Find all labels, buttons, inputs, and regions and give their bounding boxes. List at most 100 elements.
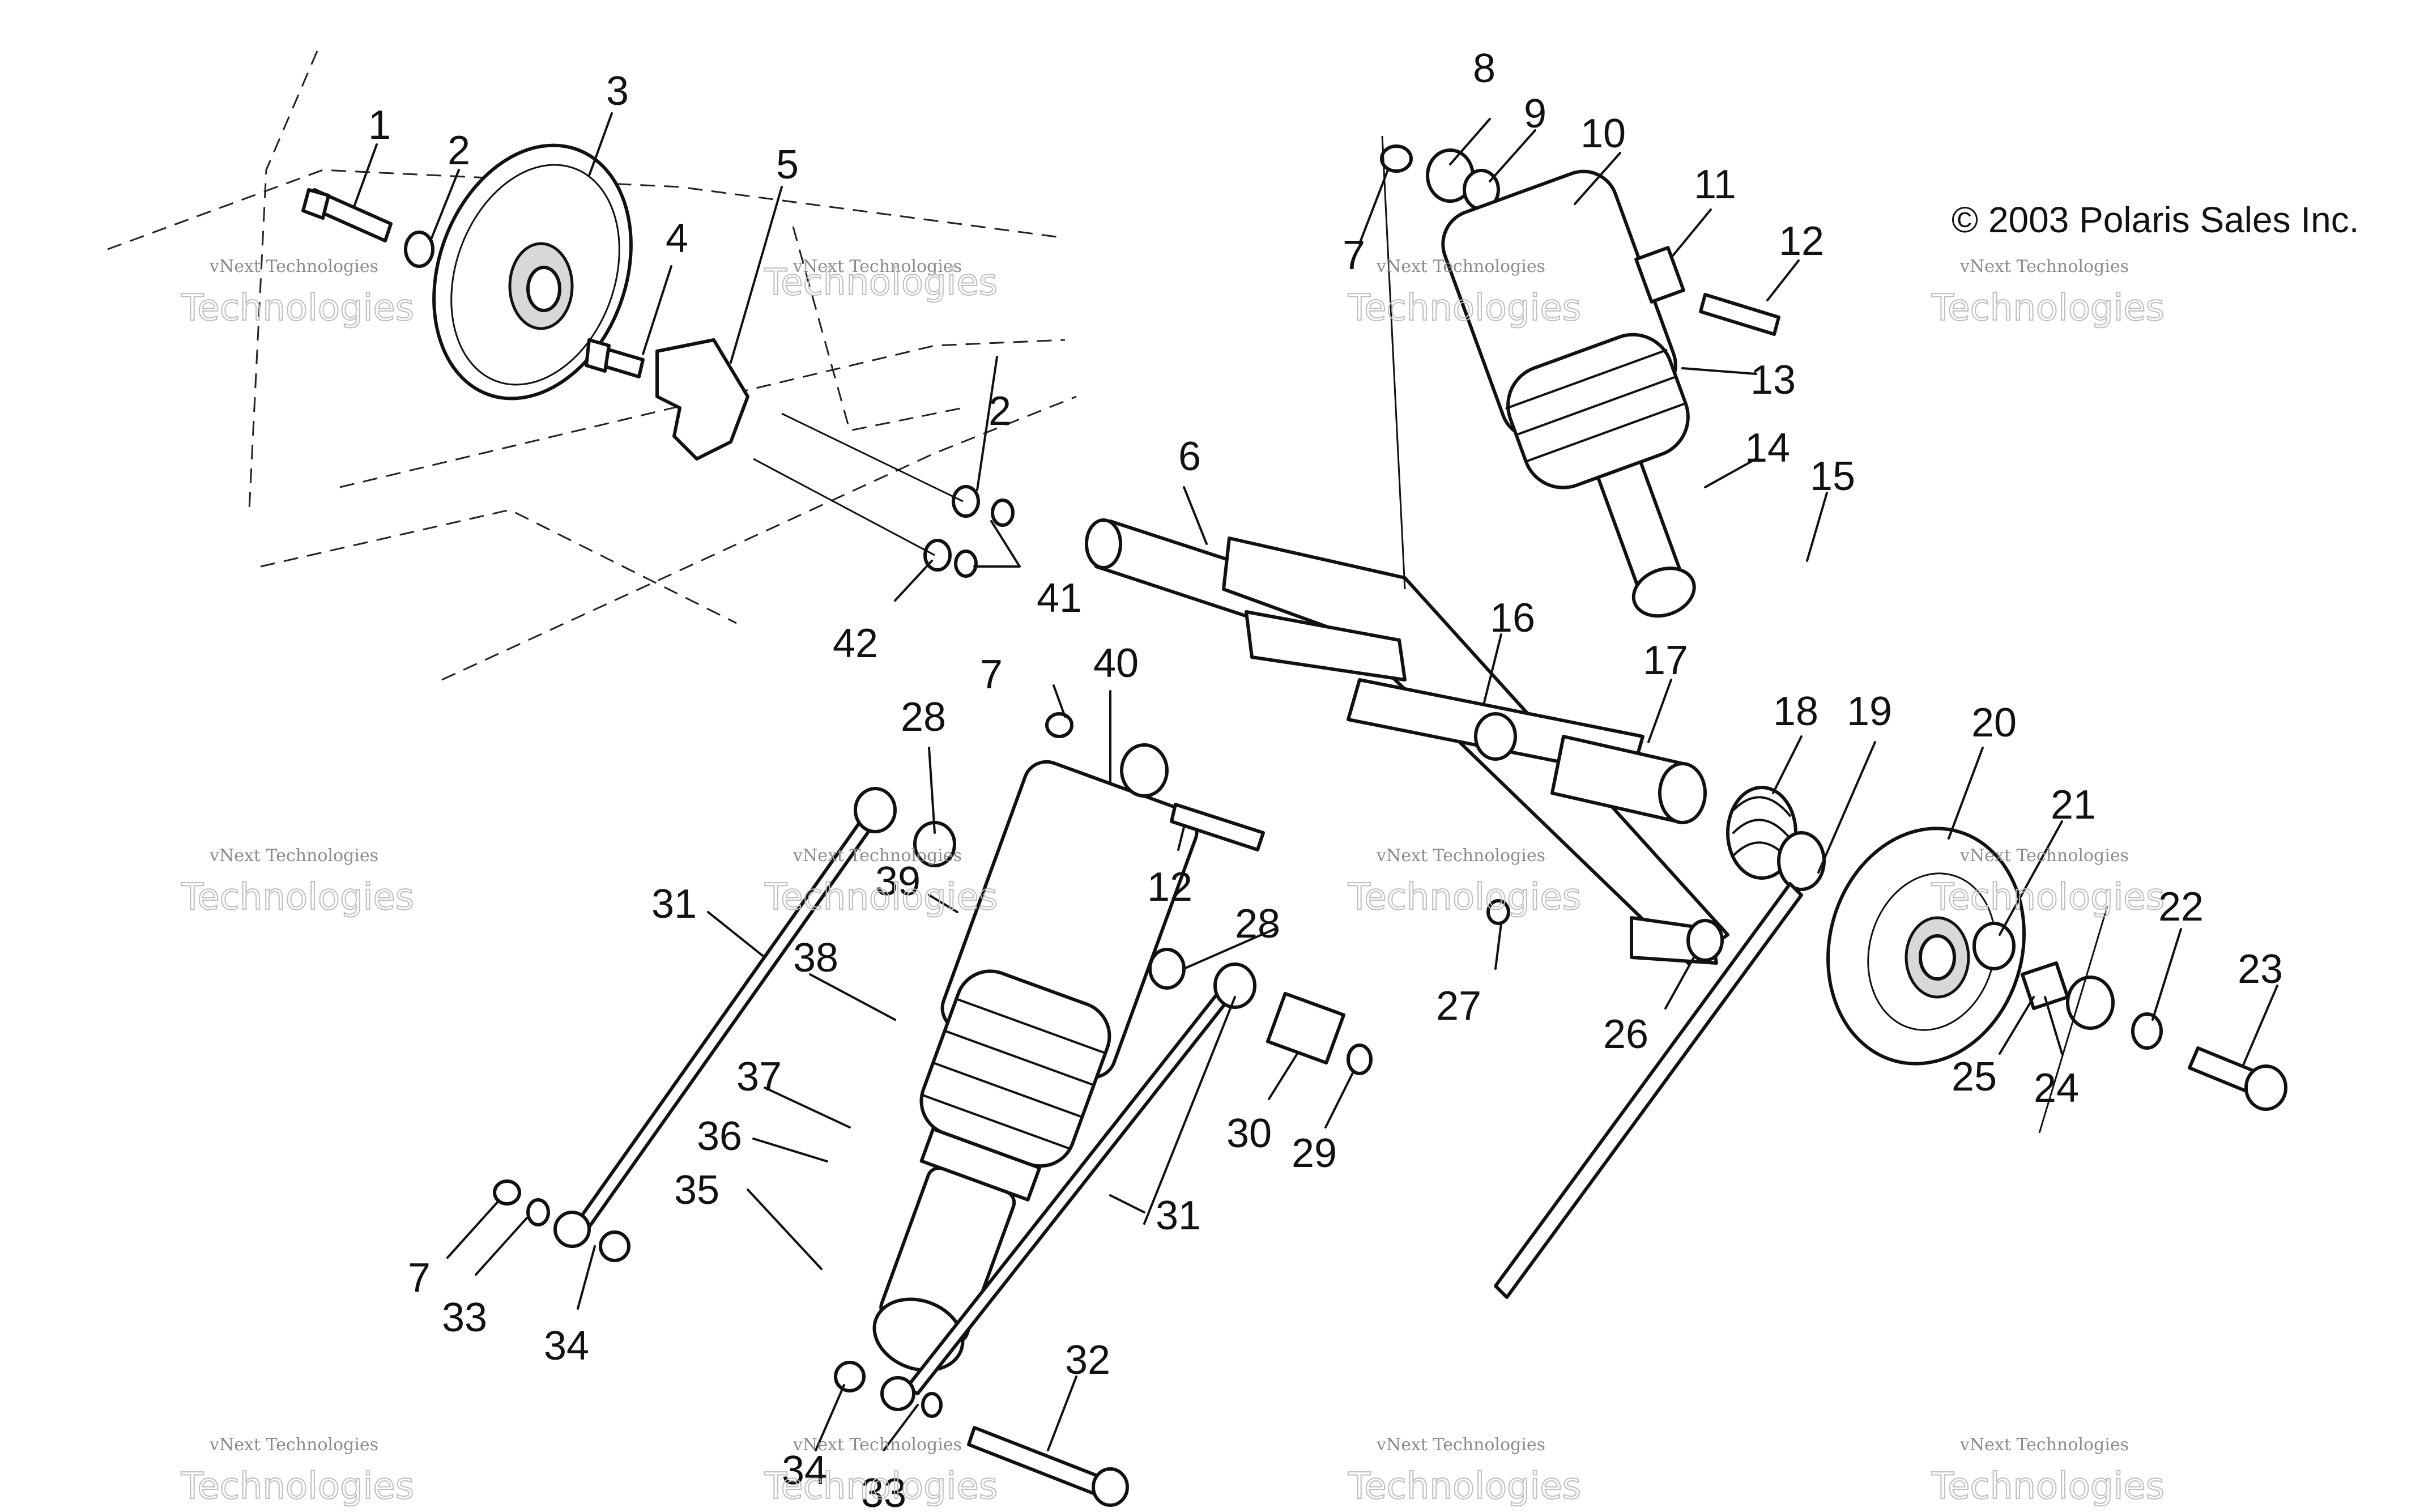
watermark-text: Technologies: [181, 876, 414, 918]
callout-28b: 28: [1235, 901, 1280, 947]
bolt-12-mid: [1170, 803, 1265, 851]
callout-12b: 12: [1147, 864, 1192, 910]
bushing-34c: [834, 1361, 866, 1392]
watermarks: vNext Technologies Technologies vNext Te…: [180, 257, 2165, 1508]
callout-7c: 7: [408, 1255, 431, 1301]
callout-30: 30: [1226, 1111, 1272, 1156]
callout-13: 13: [1750, 357, 1796, 403]
watermark-text: vNext Technologies: [793, 1435, 962, 1455]
callout-11: 11: [1694, 162, 1736, 207]
sleeve-17: [1550, 735, 1707, 824]
watermark-text: Technologies: [181, 287, 414, 329]
bolt-4: [585, 338, 645, 378]
bracket-5: [655, 338, 749, 461]
washer-29: [1347, 1044, 1373, 1075]
watermark-text: vNext Technologies: [1376, 846, 1545, 866]
callout-2a: 2: [448, 128, 470, 173]
callout-36: 36: [697, 1114, 742, 1159]
bolt-12-top: [1699, 293, 1780, 336]
washer-2b: [952, 485, 980, 518]
callout-39: 39: [875, 859, 921, 904]
bolt-32: [967, 1426, 1129, 1507]
bushing-d: [880, 1376, 915, 1411]
bushing-40: [1120, 743, 1169, 798]
nut-7-low: [493, 1179, 521, 1206]
callout-19: 19: [1847, 689, 1892, 734]
watermark-text: Technologies: [181, 1466, 414, 1507]
watermark-text: vNext Technologies: [1959, 257, 2129, 276]
axle-line: [753, 412, 964, 556]
bushing-34b: [599, 1230, 630, 1262]
bolt-23: [2188, 1046, 2287, 1111]
callout-16: 16: [1490, 595, 1535, 641]
callout-8: 8: [1473, 46, 1496, 91]
rod-31-left: [570, 803, 885, 1237]
callout-7b: 7: [980, 652, 1003, 697]
watermark-text: vNext Technologies: [209, 257, 378, 276]
bushing-34a: [553, 1211, 591, 1248]
callout-15: 15: [1810, 454, 1855, 499]
bolt-1: [301, 188, 393, 242]
callout-18: 18: [1773, 689, 1818, 734]
callout-14: 14: [1745, 425, 1790, 471]
callout-4: 4: [666, 216, 688, 261]
callout-37: 37: [736, 1054, 782, 1100]
callout-5: 5: [776, 142, 799, 188]
bushing-c: [1213, 962, 1256, 1009]
watermark-text: vNext Technologies: [793, 846, 962, 866]
watermark-text: vNext Technologies: [1376, 257, 1545, 276]
watermark-text: vNext Technologies: [793, 257, 962, 276]
callout-21: 21: [2051, 782, 2096, 828]
rod-19: [1494, 882, 1803, 1299]
watermark-text: Technologies: [1931, 287, 2165, 329]
callout-9: 9: [1524, 91, 1546, 137]
block-30: [1266, 991, 1346, 1065]
watermark-text: Technologies: [1348, 1466, 1581, 1507]
nut-41a: [991, 499, 1015, 527]
washer-22: [2131, 1012, 2163, 1050]
washer-24: [2066, 976, 2115, 1030]
nut-7-mid: [1045, 712, 1073, 738]
watermark-text: Technologies: [1931, 1466, 2165, 1507]
lower-shock: [872, 760, 1199, 1372]
callout-26: 26: [1603, 1012, 1648, 1057]
spring-18: [1726, 786, 1826, 891]
callout-35: 35: [674, 1168, 719, 1213]
bushing-28c: [1148, 948, 1186, 990]
callout-12a: 12: [1779, 219, 1824, 264]
callout-38: 38: [793, 935, 838, 981]
callout-27: 27: [1436, 983, 1481, 1029]
callout-42: 42: [833, 621, 878, 666]
idler-wheel-3: [432, 143, 633, 401]
fitting-27: [1486, 899, 1510, 925]
watermark-text: vNext Technologies: [1376, 1435, 1545, 1455]
bushing-28a: [854, 787, 897, 833]
ref-line-21: [2038, 906, 2108, 1134]
callout-41: 41: [1037, 576, 1082, 621]
callout-3: 3: [606, 69, 629, 114]
callout-28a: 28: [901, 695, 946, 740]
leader-lines: [353, 112, 2278, 1451]
callout-20: 20: [1971, 700, 2017, 746]
callout-32: 32: [1065, 1338, 1110, 1383]
callout-17: 17: [1643, 638, 1688, 683]
callout-1: 1: [368, 103, 391, 148]
washer-2: [404, 231, 434, 268]
callout-29: 29: [1292, 1131, 1337, 1176]
callout-31b: 31: [1156, 1193, 1201, 1238]
spacer-11: [1634, 246, 1685, 304]
watermark-text: Technologies: [1348, 876, 1581, 918]
nut-41b: [954, 550, 978, 578]
callout-10: 10: [1580, 111, 1626, 156]
callout-33a: 33: [442, 1295, 487, 1340]
watermark-text: Technologies: [1348, 287, 1581, 329]
watermark-text: vNext Technologies: [1959, 1435, 2129, 1455]
watermark-text: Technologies: [764, 1466, 998, 1507]
copyright-notice: © 2003 Polaris Sales Inc.: [1952, 199, 2359, 240]
washer-33b: [921, 1392, 943, 1418]
watermark-text: Technologies: [764, 876, 998, 918]
callout-6: 6: [1178, 434, 1201, 479]
wheel-20: [1826, 827, 2026, 1066]
callout-31a: 31: [651, 881, 697, 927]
